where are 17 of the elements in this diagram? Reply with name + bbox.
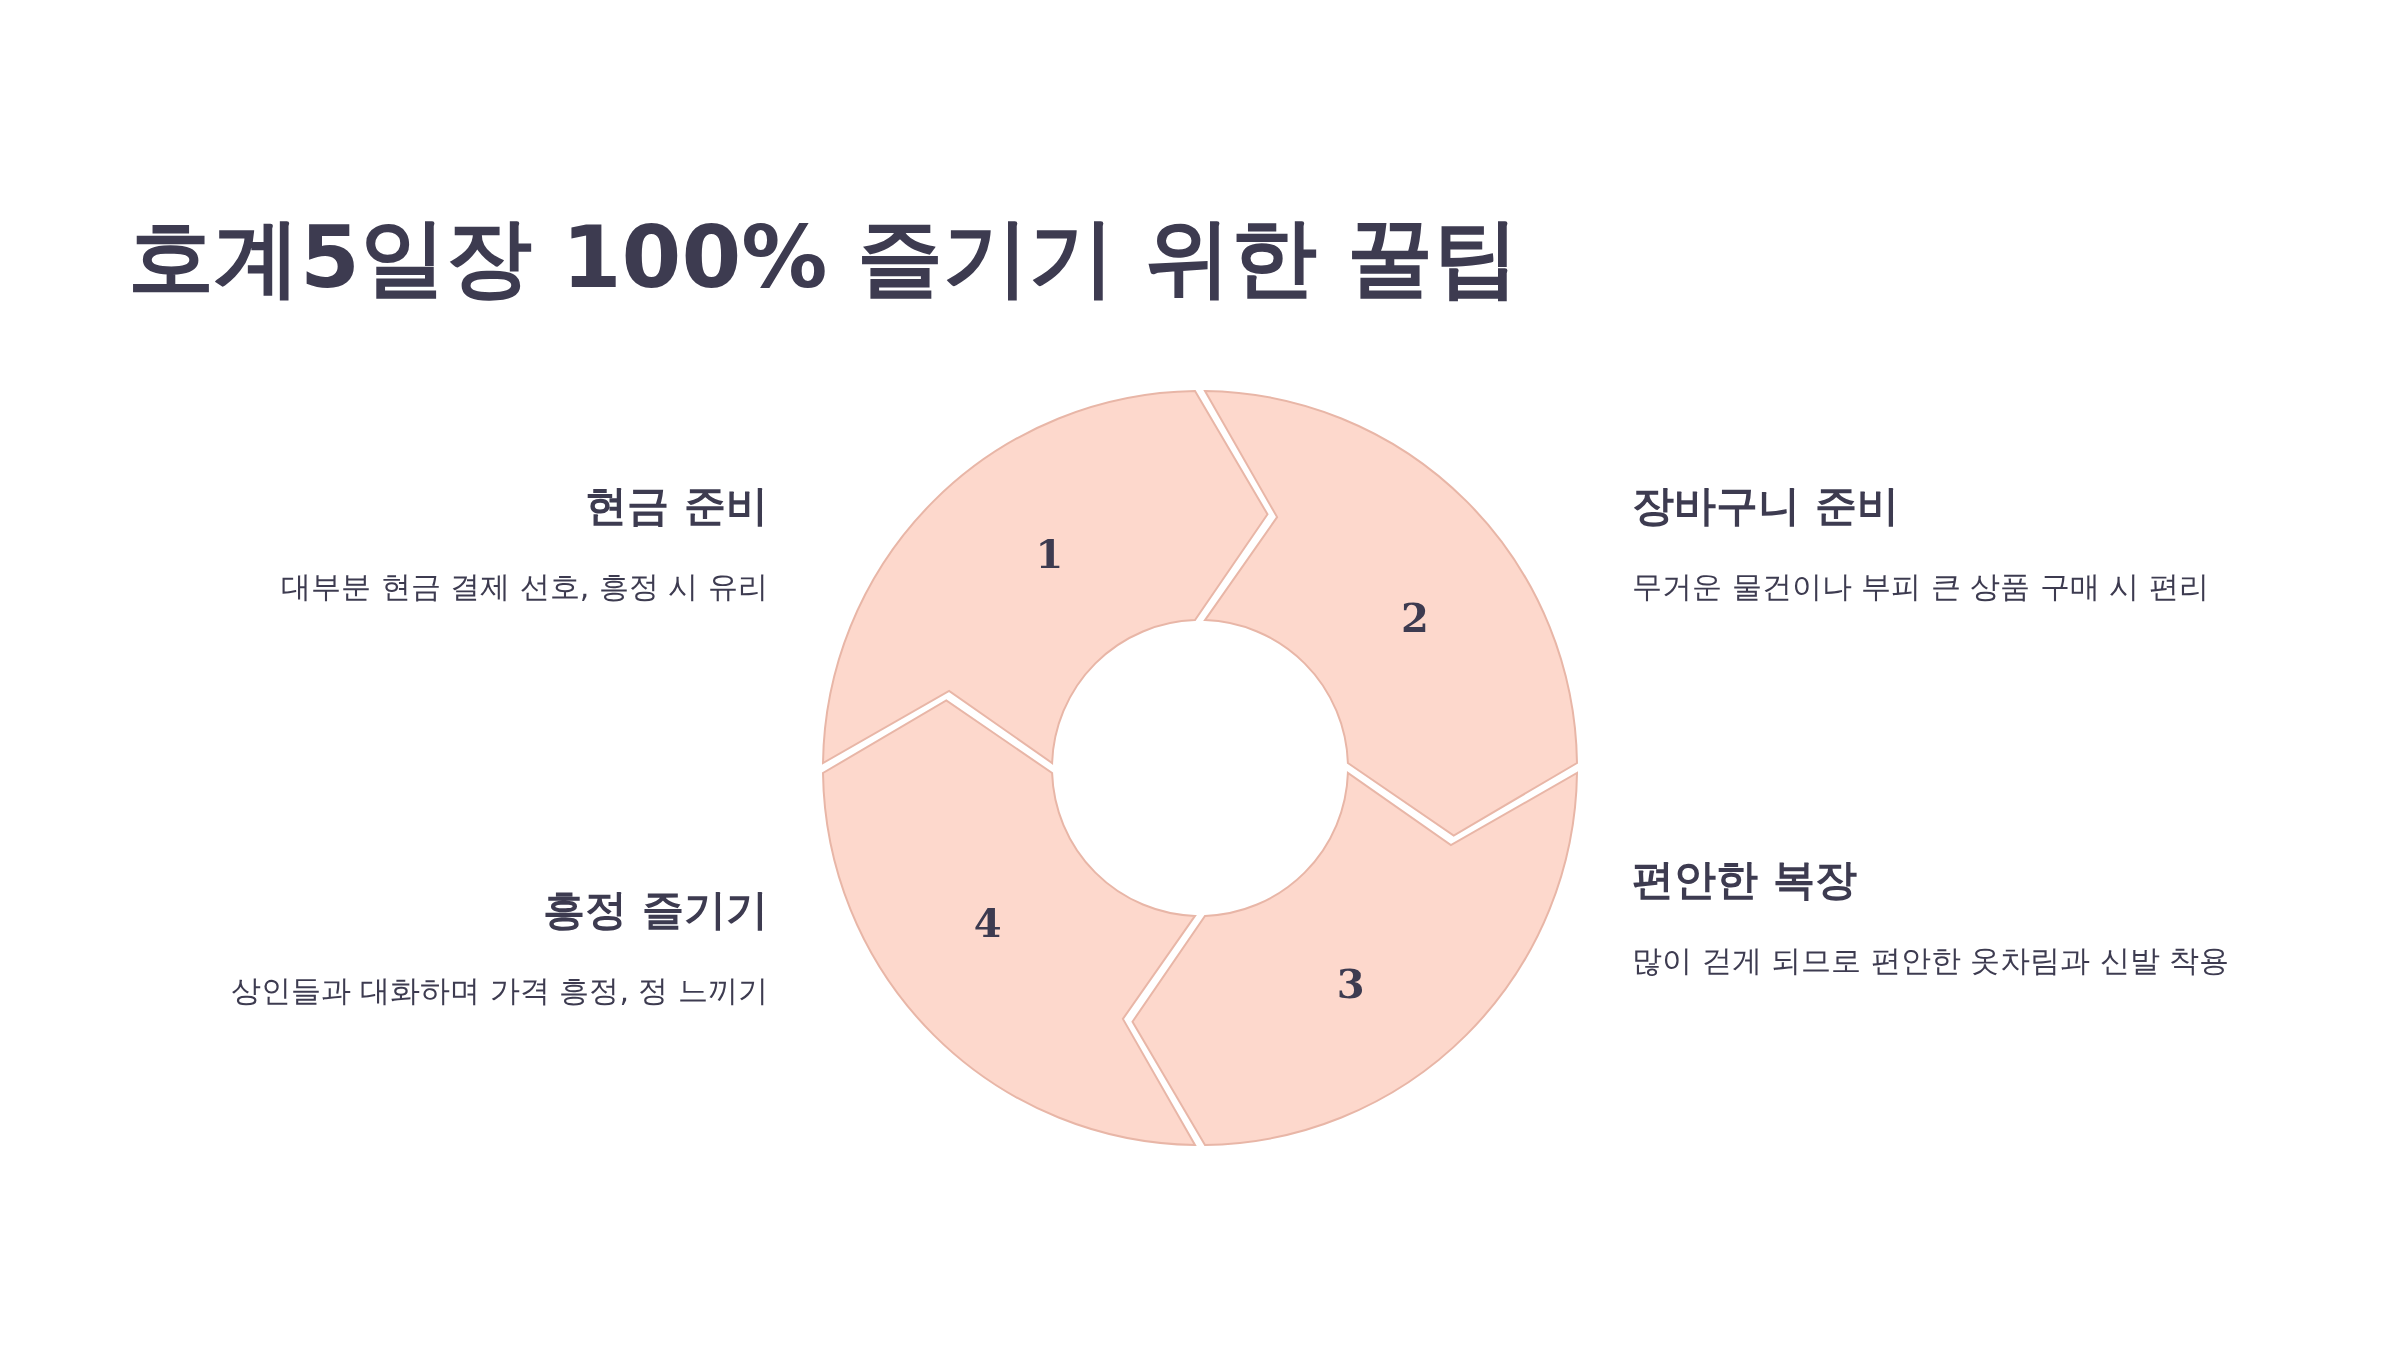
arrow-segment (1131, 772, 1578, 1146)
step-description: 무거운 물건이나 부피 큰 상품 구매 시 편리 (1632, 568, 2210, 606)
step-number: 1 (1035, 529, 1064, 577)
step-heading: 장바구니 준비 (1632, 480, 1900, 532)
step-description: 많이 걷게 되므로 편안한 옷차림과 신발 착용 (1632, 942, 2231, 980)
arrow-segment (822, 390, 1269, 764)
step-number: 2 (1401, 593, 1429, 641)
step-heading: 흥정 즐기기 (542, 884, 768, 936)
arrow-segment (822, 699, 1196, 1146)
step-number: 3 (1336, 959, 1365, 1007)
arrow-segment (1204, 390, 1578, 837)
step-description: 대부분 현금 결제 선호, 흥정 시 유리 (280, 568, 768, 606)
step-heading: 편안한 복장 (1632, 854, 1858, 906)
step-description: 상인들과 대화하며 가격 흥정, 정 느끼기 (229, 972, 768, 1010)
step-heading: 현금 준비 (584, 480, 768, 532)
step-number: 4 (973, 898, 1002, 946)
title: 호계5일장 100% 즐기기 위한 꿀팁 (128, 206, 1520, 309)
